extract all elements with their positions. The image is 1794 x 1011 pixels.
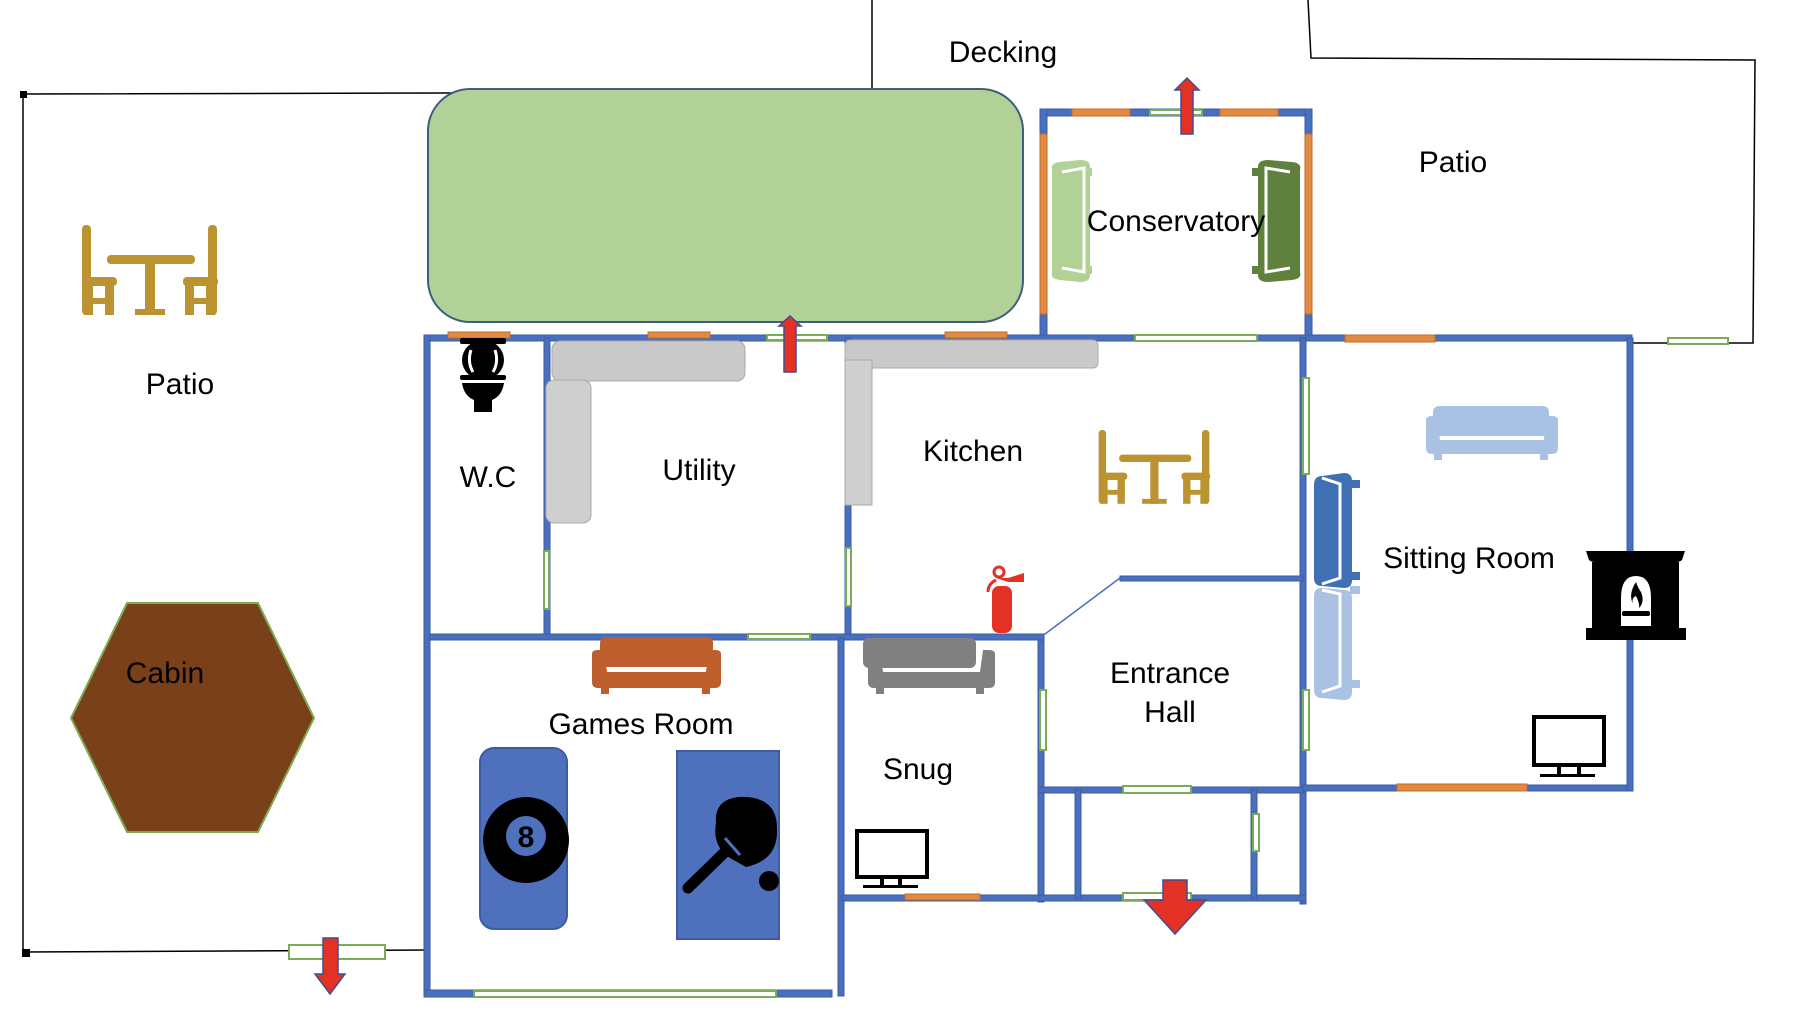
window: [845, 547, 852, 607]
sitting-sofa-top-icon: [1426, 406, 1558, 460]
label-entrance-hall-line2: Hall: [1144, 696, 1196, 729]
pond: [427, 88, 1024, 323]
label-patio-left: Patio: [146, 368, 214, 401]
ping-pong-paddle-icon: [682, 796, 779, 894]
snug-tv-icon: [855, 829, 929, 888]
doors: [447, 108, 1528, 901]
fire-extinguisher-icon: [986, 565, 1024, 633]
boundary-handle: [22, 949, 30, 957]
label-decking: Decking: [949, 36, 1057, 69]
kitchen-counter-side: [844, 359, 873, 506]
door[interactable]: [1071, 108, 1131, 117]
pool-table: 8: [479, 747, 569, 930]
door[interactable]: [1396, 783, 1528, 792]
window: [1149, 109, 1203, 116]
exit-arrow-up-utility-icon[interactable]: [777, 314, 803, 373]
fireplace-icon: [1586, 551, 1686, 640]
label-wc: W.C: [460, 461, 517, 494]
door[interactable]: [647, 331, 711, 339]
patio-right-boundary: [1307, 0, 1756, 344]
window: [1122, 785, 1192, 794]
entrance-angled-wall: [1040, 577, 1121, 638]
utility-counter-top: [551, 340, 746, 382]
counters: [545, 339, 1099, 524]
window: [543, 550, 550, 610]
window: [1252, 813, 1260, 852]
games-sofa-icon: [592, 637, 721, 694]
windows: [288, 109, 1729, 998]
cabin[interactable]: [69, 602, 316, 833]
door[interactable]: [1304, 133, 1313, 315]
window: [1667, 337, 1729, 345]
label-patio-right: Patio: [1419, 146, 1487, 179]
conservatory-sofa-dark-icon: [1252, 160, 1301, 282]
window: [473, 990, 777, 998]
door[interactable]: [447, 331, 511, 339]
label-snug: Snug: [883, 753, 953, 786]
label-utility: Utility: [662, 454, 735, 487]
label-conservatory: Conservatory: [1087, 205, 1265, 238]
toilet-icon: [460, 338, 506, 412]
conservatory-sofa-light-icon: [1051, 160, 1092, 282]
eight-ball-number: 8: [518, 821, 535, 854]
window: [1039, 689, 1047, 751]
label-kitchen: Kitchen: [923, 435, 1023, 468]
label-games-room: Games Room: [548, 708, 733, 741]
label-entrance-hall-line1: Entrance: [1110, 657, 1230, 690]
sitting-sofa-left-light-icon: [1314, 586, 1360, 700]
window: [766, 334, 828, 341]
patio-left-boundary: [22, 91, 871, 953]
label-cabin: Cabin: [126, 657, 204, 690]
ping-pong-table: [676, 750, 780, 940]
door[interactable]: [1039, 133, 1048, 315]
exit-arrow-up-conservatory-icon[interactable]: [1173, 76, 1201, 135]
window: [1302, 689, 1310, 751]
kitchen-counter-top: [844, 339, 1099, 369]
kitchen-dining-set-icon: [1098, 430, 1211, 504]
window: [1302, 377, 1310, 475]
door[interactable]: [944, 331, 1008, 339]
snug-sofa-icon: [863, 638, 995, 694]
sitting-sofa-left-dark-icon: [1314, 473, 1360, 588]
door[interactable]: [1219, 108, 1279, 117]
exit-arrow-down-front-icon[interactable]: [1142, 879, 1208, 936]
window: [1134, 334, 1258, 342]
label-sitting-room: Sitting Room: [1383, 542, 1555, 575]
boundary-handle: [20, 91, 27, 98]
window: [747, 633, 811, 640]
utility-counter-side: [545, 379, 592, 524]
patio-dining-set-icon: [82, 225, 218, 315]
sitting-tv-icon: [1532, 715, 1606, 777]
exit-arrow-down-patio-icon[interactable]: [313, 937, 347, 996]
door[interactable]: [1344, 334, 1436, 343]
door[interactable]: [904, 893, 981, 901]
